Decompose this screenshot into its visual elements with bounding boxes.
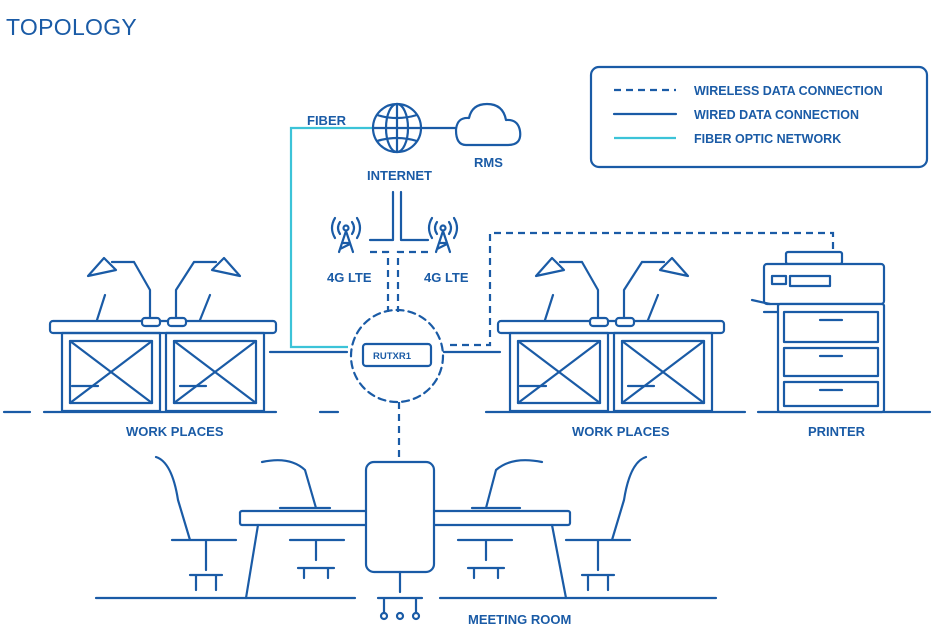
work-places-left xyxy=(2,256,340,414)
internet-antenna-link xyxy=(368,190,430,242)
lamp-icon xyxy=(558,260,600,321)
work-places-left-label: WORK PLACES xyxy=(126,424,224,439)
printer-icon xyxy=(750,250,932,414)
meeting-room xyxy=(94,455,718,621)
fiber-connection xyxy=(289,126,375,349)
lamp-icon xyxy=(622,260,666,321)
chair-icon xyxy=(154,455,238,592)
legend-label-wireless: WIRELESS DATA CONNECTION xyxy=(694,84,883,98)
router-wireless-zone xyxy=(349,308,445,404)
rms-label: RMS xyxy=(474,155,503,170)
lamp-icon xyxy=(110,260,152,321)
lte-right-wireless xyxy=(396,250,428,312)
meeting-room-label: MEETING ROOM xyxy=(468,612,571,627)
lte-left-label: 4G LTE xyxy=(327,270,372,285)
lte-right-label: 4G LTE xyxy=(424,270,469,285)
legend-label-fiber: FIBER OPTIC NETWORK xyxy=(694,132,841,146)
internet-label: INTERNET xyxy=(367,168,432,183)
chair-icon xyxy=(456,538,514,580)
chair-icon xyxy=(260,459,332,510)
chair-icon xyxy=(288,538,346,580)
chair-icon xyxy=(564,455,648,592)
router-label: RUTXR1 xyxy=(373,351,412,362)
lamp-icon xyxy=(174,260,218,321)
work-places-right-label: WORK PLACES xyxy=(572,424,670,439)
internet-globe-icon xyxy=(371,102,423,154)
chair-icon xyxy=(364,460,436,574)
fiber-label: FIBER xyxy=(307,113,347,128)
page-title: TOPOLOGY xyxy=(6,14,138,40)
cloud-icon xyxy=(454,102,522,147)
antenna-icon xyxy=(427,216,459,254)
lte-left-wireless xyxy=(370,250,390,312)
printer-label: PRINTER xyxy=(808,424,866,439)
router-device xyxy=(361,342,433,368)
chair-icon xyxy=(470,459,544,510)
legend: WIRELESS DATA CONNECTION WIRED DATA CONN… xyxy=(589,65,929,169)
legend-label-wired: WIRED DATA CONNECTION xyxy=(694,108,859,122)
router-printer-wireless xyxy=(450,231,835,347)
antenna-icon xyxy=(330,216,362,254)
work-places-right xyxy=(484,256,747,414)
